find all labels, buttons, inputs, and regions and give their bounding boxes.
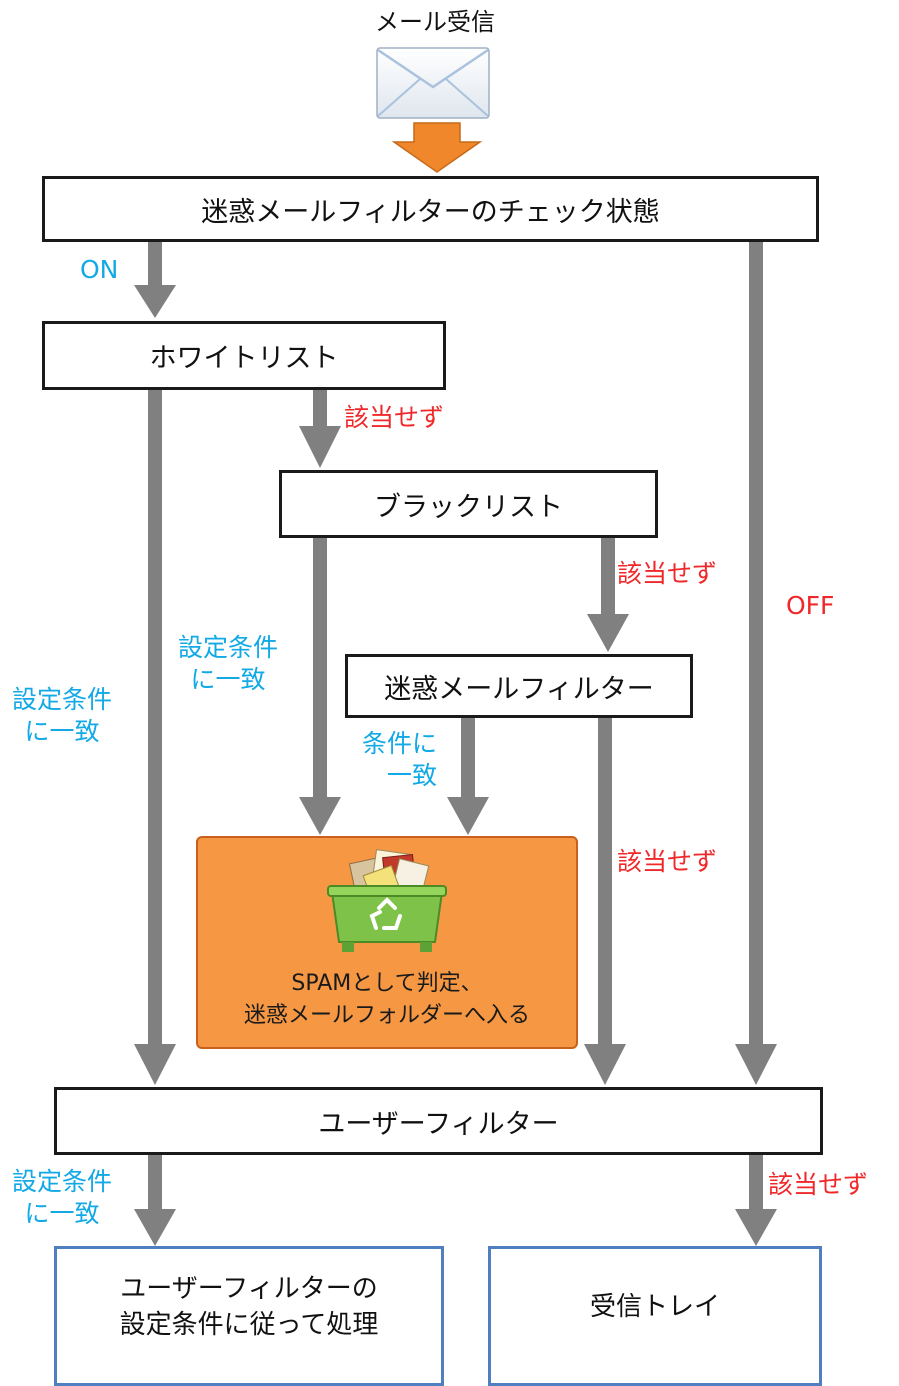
spam-result-text: SPAMとして判定、 迷惑メールフォルダーへ入る [244, 968, 530, 1032]
label-whitelist-match-line2: に一致 [24, 717, 100, 746]
entry-arrow [391, 122, 483, 173]
label-blacklist-match-line2: に一致 [190, 665, 266, 694]
whitelist-label: ホワイトリスト [149, 343, 339, 374]
label-blacklist-match: 設定条件 に一致 [178, 632, 278, 696]
check-state-box: 迷惑メールフィルターのチェック状態 [42, 176, 819, 242]
process-box: ユーザーフィルターの 設定条件に従って処理 [54, 1246, 444, 1386]
label-spamfilter-match: 条件に 一致 [362, 728, 437, 792]
inbox-label: 受信トレイ [589, 1292, 720, 1322]
process-line1: ユーザーフィルターの [120, 1274, 378, 1304]
label-userfilter-match: 設定条件 に一致 [12, 1166, 112, 1230]
label-blacklist-match-line1: 設定条件 [178, 633, 279, 662]
process-line2: 設定条件に従って処理 [119, 1310, 379, 1340]
blacklist-label: ブラックリスト [374, 491, 563, 523]
trash-bin-icon [327, 849, 447, 952]
arrow-whitelist-nomatch [299, 390, 341, 468]
label-whitelist-match: 設定条件 に一致 [12, 684, 112, 748]
whitelist-box: ホワイトリスト [42, 321, 446, 390]
check-state-label: 迷惑メールフィルターのチェック状態 [201, 196, 660, 228]
envelope-icon [376, 47, 490, 119]
label-userfilter-match-line2: に一致 [24, 1199, 100, 1228]
spam-result-line2: 迷惑メールフォルダーへ入る [243, 1003, 530, 1028]
arrow-blacklist-match [299, 538, 341, 835]
spam-filter-label: 迷惑メールフィルター [384, 673, 654, 705]
label-userfilter-match-line1: 設定条件 [12, 1167, 113, 1196]
start-title: メール受信 [375, 8, 495, 36]
arrow-spamfilter-match [447, 718, 489, 835]
spam-result-box: SPAMとして判定、 迷惑メールフォルダーへ入る [196, 836, 578, 1049]
arrow-on [134, 242, 176, 318]
label-spamfilter-match-line1: 条件に [362, 729, 438, 758]
label-userfilter-nomatch: 該当せず [768, 1170, 869, 1199]
inbox-box: 受信トレイ [488, 1246, 822, 1386]
label-whitelist-match-line1: 設定条件 [12, 685, 113, 714]
label-on: ON [80, 255, 119, 284]
arrow-off [735, 242, 777, 1085]
arrow-whitelist-match [134, 390, 176, 1085]
arrow-userfilter-match [134, 1155, 176, 1246]
user-filter-label: ユーザーフィルター [318, 1108, 559, 1140]
arrow-spamfilter-nomatch [584, 718, 626, 1085]
label-whitelist-nomatch: 該当せず [344, 403, 445, 432]
arrow-userfilter-nomatch [735, 1155, 777, 1246]
arrow-blacklist-nomatch [587, 538, 629, 652]
label-spamfilter-nomatch: 該当せず [617, 847, 718, 876]
spam-filter-box: 迷惑メールフィルター [345, 654, 693, 718]
label-off: OFF [786, 591, 835, 620]
label-blacklist-nomatch: 該当せず [617, 559, 718, 588]
blacklist-box: ブラックリスト [279, 470, 658, 538]
spam-result-line1: SPAMとして判定、 [291, 971, 483, 996]
label-spamfilter-match-line2: 一致 [387, 761, 438, 790]
user-filter-box: ユーザーフィルター [54, 1087, 823, 1155]
